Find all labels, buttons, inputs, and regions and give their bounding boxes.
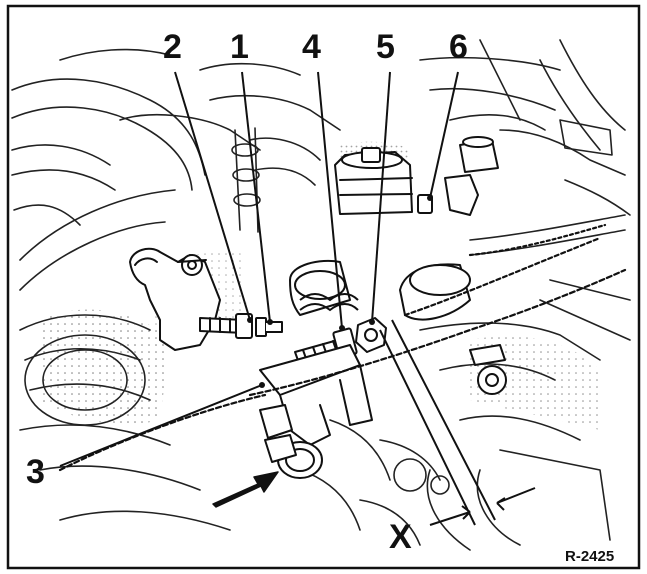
figure-reference: R-2425 [565, 548, 614, 565]
main-components [129, 136, 507, 479]
callout-2: 2 [163, 28, 182, 66]
callout-4: 4 [302, 28, 321, 66]
dimension-label-x: X [389, 518, 412, 556]
direction-arrow [212, 471, 279, 508]
callout-6: 6 [449, 28, 468, 66]
callout-3: 3 [26, 453, 45, 491]
measurement [379, 319, 536, 526]
leader-dots [247, 195, 433, 388]
leader-lines [59, 71, 459, 467]
callout-5: 5 [376, 28, 395, 66]
callout-1: 1 [230, 28, 249, 66]
spring [299, 293, 359, 312]
cables [58, 223, 627, 472]
